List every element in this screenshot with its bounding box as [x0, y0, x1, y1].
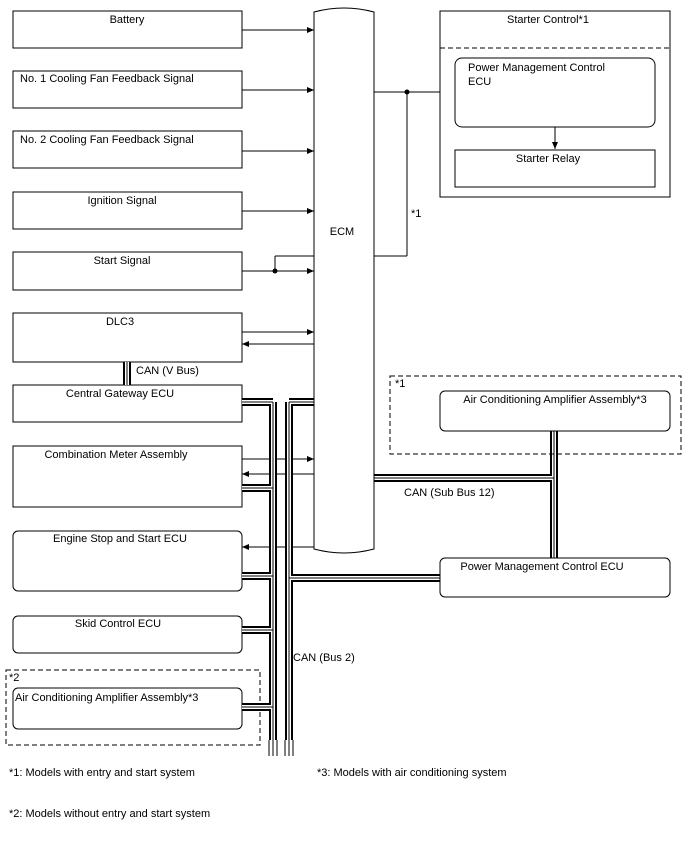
pm-ecu-top-label-line1: Power Management Control — [468, 62, 605, 74]
ecm-block — [313, 7, 375, 554]
can-bus2-label: CAN (Bus 2) — [293, 652, 355, 664]
combination-meter-label: Combination Meter Assembly — [44, 449, 188, 461]
start-signal-block — [12, 251, 243, 291]
footnote-1: *1: Models with entry and start system — [9, 767, 195, 779]
combination-meter-block — [12, 445, 243, 508]
group-1-dashed-box — [389, 375, 682, 455]
skid-control-block — [12, 615, 243, 654]
central-gateway-block — [12, 384, 243, 423]
can-sub-bus-label: CAN (Sub Bus 12) — [404, 487, 494, 499]
starter-relay-block — [454, 149, 656, 188]
skid-control-label: Skid Control ECU — [75, 618, 161, 630]
starter-control-label: Starter Control*1 — [507, 14, 589, 26]
group-1-mark: *1 — [395, 378, 405, 390]
battery-label: Battery — [110, 14, 145, 26]
dlc3-block — [12, 312, 243, 363]
ac-amplifier-right-label: Air Conditioning Amplifier Assembly*3 — [463, 394, 646, 406]
engine-stop-start-label: Engine Stop and Start ECU — [53, 533, 187, 545]
ac-amplifier-left-label: Air Conditioning Amplifier Assembly*3 — [15, 692, 198, 704]
footnote-2: *2: Models without entry and start syste… — [9, 808, 211, 820]
engine-stop-start-block — [12, 530, 243, 592]
central-gateway-label: Central Gateway ECU — [66, 388, 174, 400]
fan1-signal-block — [12, 70, 243, 109]
battery-block — [12, 10, 243, 49]
ecm-label: ECM — [330, 226, 354, 238]
start-signal-label: Start Signal — [94, 255, 151, 267]
fan1-signal-label: No. 1 Cooling Fan Feedback Signal — [20, 73, 194, 85]
ac-amplifier-right-block — [439, 390, 671, 432]
ignition-signal-label: Ignition Signal — [87, 195, 156, 207]
pm-ecu-top-label-line2: ECU — [468, 76, 491, 88]
group-2-mark: *2 — [9, 672, 19, 684]
dlc3-label: DLC3 — [106, 316, 134, 328]
starter-relay-label: Starter Relay — [516, 153, 581, 165]
ignition-signal-block — [12, 191, 243, 230]
footnote-3: *3: Models with air conditioning system — [317, 767, 507, 779]
can-v-bus-label: CAN (V Bus) — [136, 365, 199, 377]
pm-ecu-bottom-block — [439, 557, 671, 598]
pm-ecu-bottom-label: Power Management Control ECU — [460, 561, 623, 573]
fan2-signal-block — [12, 130, 243, 169]
wire-mark-1: *1 — [411, 208, 421, 220]
fan2-signal-label: No. 2 Cooling Fan Feedback Signal — [20, 134, 194, 146]
